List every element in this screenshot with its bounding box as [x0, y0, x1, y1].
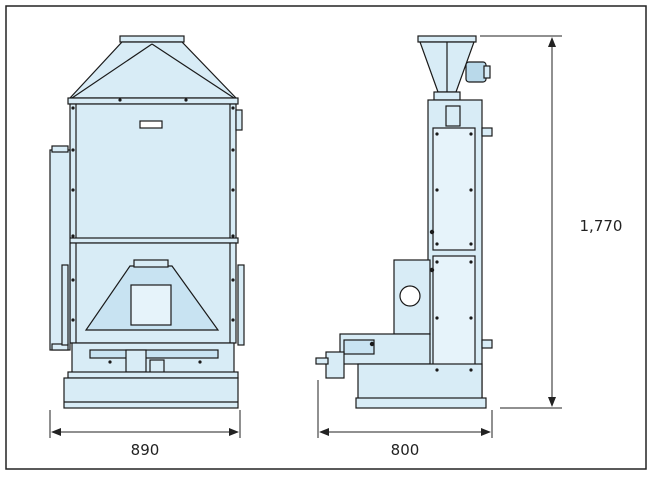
front-roof	[68, 41, 238, 99]
front-handle	[139, 120, 163, 129]
dimension-lines	[49, 35, 562, 438]
side-width-label: 800	[391, 441, 420, 459]
front-base	[63, 377, 239, 409]
side-upper-panel	[432, 127, 476, 251]
front-inspection-window	[130, 284, 172, 326]
front-inlet-flange	[119, 35, 185, 43]
front-bolts	[71, 98, 235, 364]
side-motor	[465, 61, 487, 83]
drawing-border	[5, 5, 647, 470]
side-base	[357, 363, 483, 401]
side-bolts	[369, 132, 473, 372]
front-view	[49, 35, 245, 409]
height-label: 1,770	[580, 217, 623, 235]
side-lower-panel	[432, 255, 476, 377]
side-inlet-flange	[417, 35, 477, 43]
side-view	[315, 35, 493, 409]
front-width-label: 890	[131, 441, 160, 459]
